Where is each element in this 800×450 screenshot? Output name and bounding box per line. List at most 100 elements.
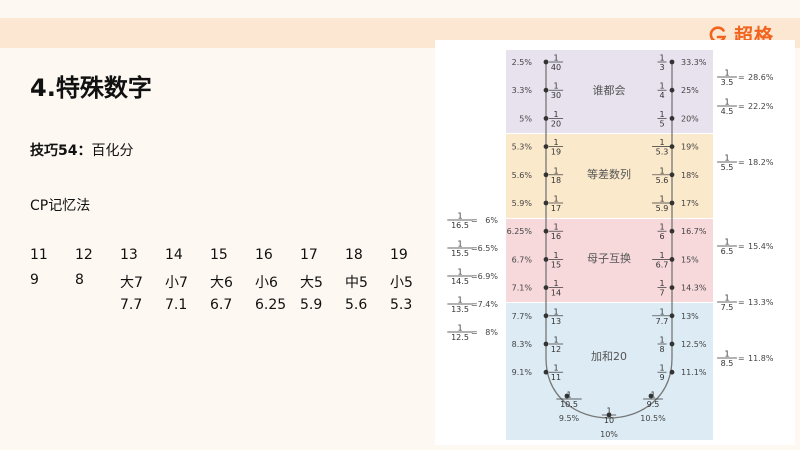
fraction-denominator: 5.5 — [721, 163, 734, 172]
grid-cell: 小5 — [390, 275, 413, 291]
note-fraction: 13.5 — [717, 69, 737, 87]
grid-cell: 大7 — [120, 275, 143, 291]
grid-row-2: 9 8 大7 小7 大6 小6 大5 中5 小5 — [30, 272, 435, 297]
note-equals: = — [738, 73, 745, 82]
grid-cell — [30, 297, 75, 322]
fraction-numerator: 1 — [457, 296, 462, 305]
section-label: 加和20 — [591, 350, 627, 363]
track-dot — [669, 116, 675, 121]
grid-cell: 小6 — [255, 275, 278, 291]
fraction-denominator: 15 — [551, 260, 561, 269]
bottom-fraction: 110 — [601, 407, 617, 425]
fraction-denominator: 8.5 — [721, 359, 734, 368]
grid-row-1: 11 12 13 14 15 16 17 18 19 — [30, 247, 435, 272]
fraction-diagram-svg: 谁都会等差数列母子互换加和201402.5%1303.3%1205%1195.3… — [447, 50, 774, 440]
grid-cell: 7.7 — [120, 297, 143, 313]
note-percent: 6.5% — [478, 244, 499, 253]
bottom-fraction: 110.5 — [556, 391, 582, 409]
fraction-numerator: 1 — [457, 212, 462, 221]
left-fraction: 117 — [548, 195, 564, 213]
right-percent: 18% — [681, 171, 699, 180]
right-fraction: 15.3 — [652, 138, 672, 157]
fraction-denominator: 3 — [659, 63, 664, 72]
fraction-denominator: 8 — [659, 345, 664, 354]
fraction-numerator: 1 — [659, 364, 664, 373]
fraction-numerator: 1 — [553, 307, 558, 316]
track-dot — [669, 172, 675, 178]
fraction-denominator: 15.5 — [451, 249, 469, 258]
note-percent: 13.3% — [748, 298, 774, 307]
right-percent: 13% — [681, 312, 699, 321]
note-fraction: 114.5 — [447, 268, 473, 286]
note-fraction: 17.5 — [717, 294, 737, 312]
left-fraction: 118 — [548, 166, 564, 185]
fraction-denominator: 19 — [551, 148, 561, 157]
track-dot — [543, 228, 549, 234]
note-fraction: 14.5 — [717, 98, 737, 116]
left-percent: 5.3% — [512, 143, 533, 152]
fraction-numerator: 1 — [659, 251, 664, 260]
grid-cell: 5.9 — [300, 297, 323, 313]
right-fraction: 15.6 — [652, 166, 672, 185]
note-fraction: 112.5 — [447, 324, 473, 342]
cp-label: CP记忆法 — [30, 198, 91, 214]
fraction-numerator: 1 — [724, 69, 729, 78]
track-dot — [543, 341, 549, 347]
fraction-numerator: 1 — [566, 391, 571, 400]
track-dot — [648, 393, 654, 399]
bottom-percent: 10.5% — [640, 414, 666, 423]
grid-cell: 6.25 — [255, 297, 287, 313]
grid-row-3: 7.7 7.1 6.7 6.25 5.9 5.6 5.3 — [30, 297, 435, 322]
right-percent: 16.7% — [681, 227, 707, 236]
right-fraction: 16.7 — [652, 251, 672, 269]
note-fraction: 113.5 — [447, 296, 473, 314]
left-percent: 5.6% — [512, 171, 533, 180]
fraction-denominator: 7 — [659, 289, 664, 298]
bottom-percent: 10% — [600, 430, 618, 439]
bottom-fraction: 19.5 — [643, 391, 663, 409]
section-band-1 — [506, 50, 713, 133]
grid-cell: 14 — [165, 247, 183, 263]
right-fraction: 19 — [657, 364, 667, 382]
grid-cell: 19 — [390, 247, 408, 263]
grid-cell: 中5 — [345, 275, 368, 291]
fraction-denominator: 4.5 — [721, 107, 734, 116]
section-band-3 — [506, 219, 713, 302]
grid-cell: 17 — [300, 247, 318, 263]
fraction-numerator: 1 — [553, 223, 558, 232]
fraction-numerator: 1 — [553, 138, 558, 147]
fraction-denominator: 13 — [551, 317, 561, 326]
number-grid: 11 12 13 14 15 16 17 18 19 9 8 大7 小7 大6 … — [30, 247, 435, 322]
right-percent: 12.5% — [681, 340, 707, 349]
fraction-numerator: 1 — [553, 251, 558, 260]
fraction-numerator: 1 — [553, 195, 558, 204]
note-fraction: 116.5 — [447, 212, 473, 230]
fraction-numerator: 1 — [659, 195, 664, 204]
fraction-numerator: 1 — [724, 238, 729, 247]
note-percent: 18.2% — [748, 158, 774, 167]
left-percent: 9.1% — [512, 368, 533, 377]
left-fraction: 116 — [548, 223, 564, 241]
fraction-numerator: 1 — [553, 54, 558, 63]
fraction-numerator: 1 — [553, 110, 558, 119]
fraction-denominator: 11 — [551, 373, 561, 382]
u-track — [545, 60, 673, 419]
fraction-denominator: 6.5 — [721, 247, 734, 256]
left-percent: 6.25% — [507, 227, 533, 236]
fraction-denominator: 5.6 — [656, 176, 669, 185]
right-percent: 25% — [681, 86, 699, 95]
grid-cell: 12 — [75, 247, 93, 263]
technique-text: 百化分 — [91, 143, 134, 159]
fraction-denominator: 14 — [551, 289, 561, 298]
fraction-numerator: 1 — [659, 138, 664, 147]
track-dot — [543, 59, 549, 65]
note-percent: 6.9% — [478, 272, 499, 281]
fraction-denominator: 9.5 — [647, 400, 660, 409]
left-fraction: 111 — [548, 364, 564, 382]
technique-label: 技巧54： — [30, 143, 92, 159]
grid-cell: 15 — [210, 247, 228, 263]
left-percent: 5% — [519, 114, 532, 123]
fraction-denominator: 5.3 — [656, 148, 669, 157]
track-dot — [543, 313, 549, 319]
